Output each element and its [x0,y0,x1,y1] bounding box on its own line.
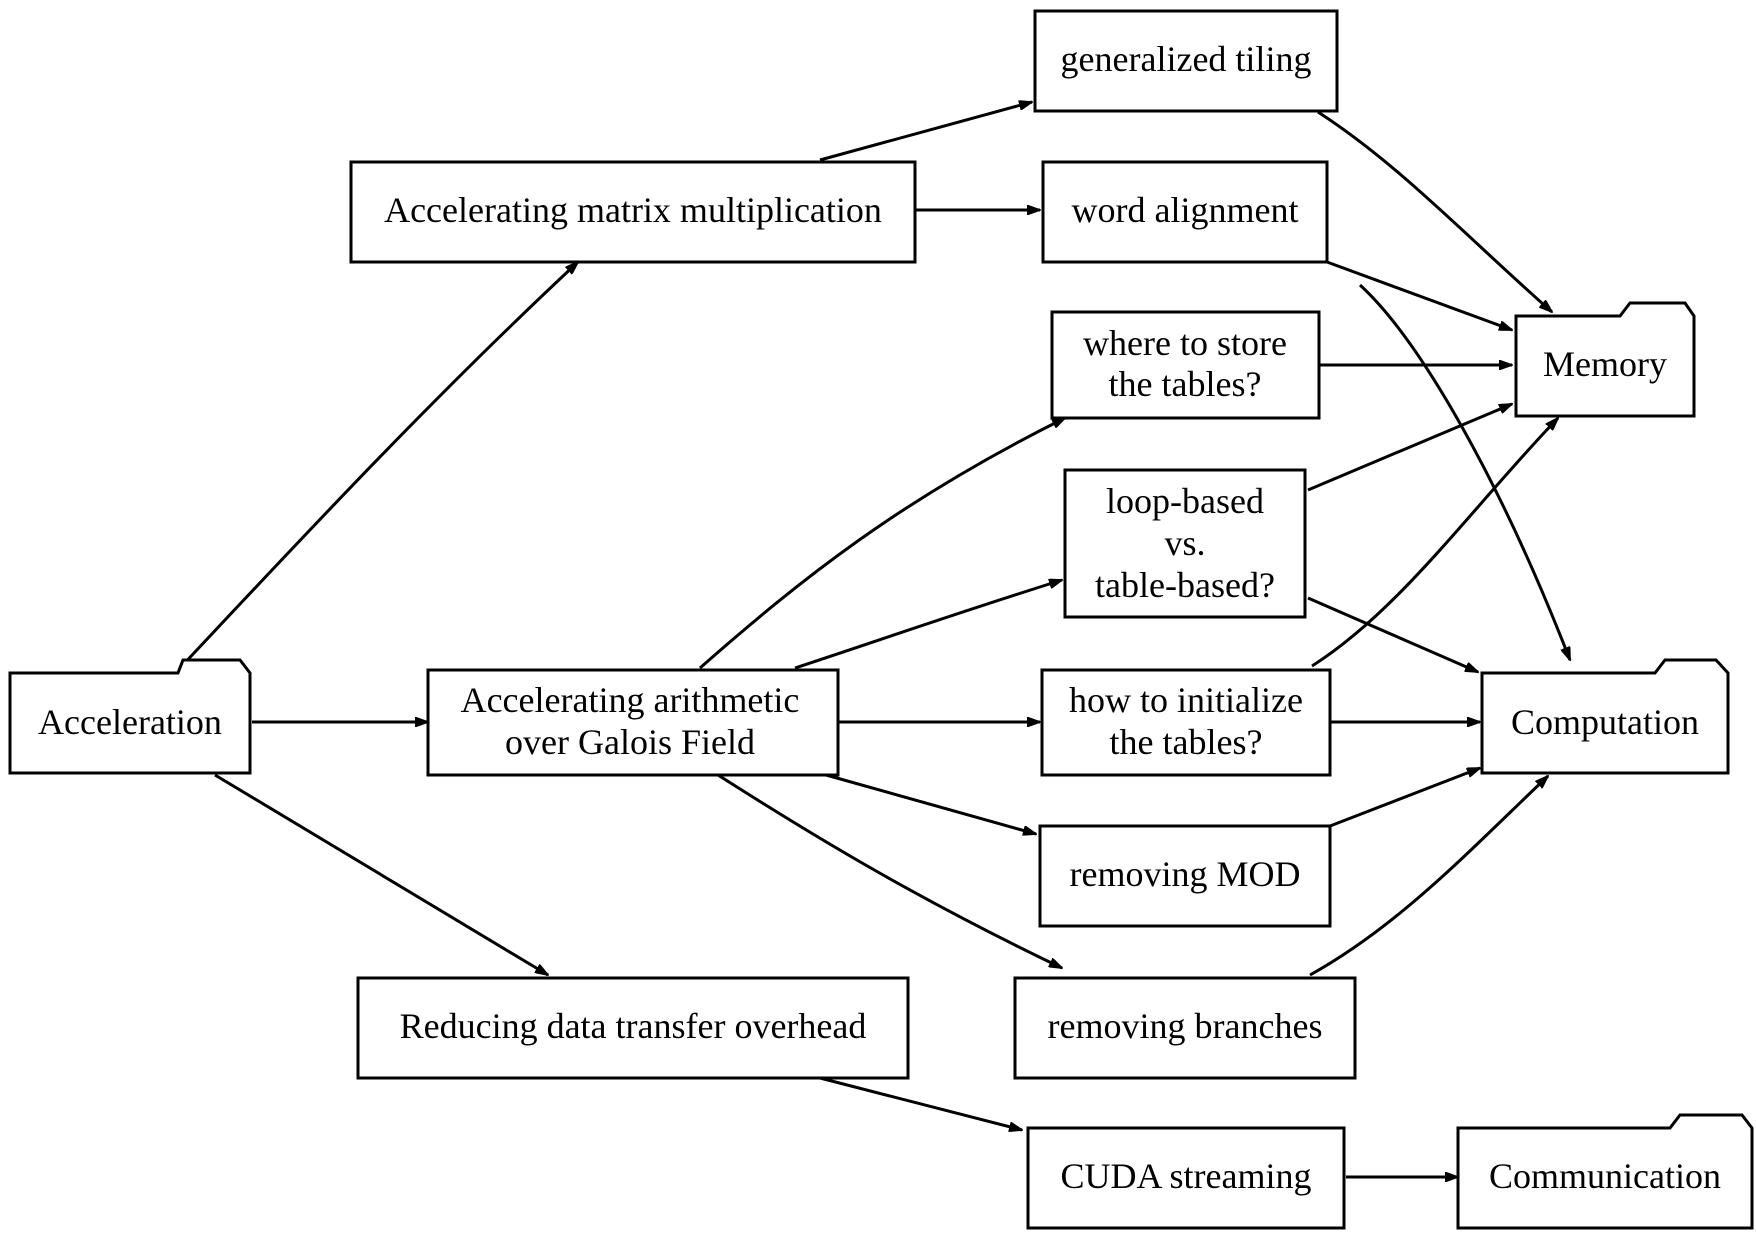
node-word-alignment[interactable]: word alignment [1041,160,1329,264]
node-branches-label: removing branches [1048,1006,1323,1046]
node-init-label-line-2: the tables? [1110,722,1263,762]
node-store-label-line-1: where to store [1083,323,1287,363]
node-data-transfer[interactable]: Reducing data transfer overhead [356,976,910,1080]
node-removing-mod[interactable]: removing MOD [1038,824,1332,928]
node-acceleration[interactable]: Acceleration [8,658,252,775]
node-memory-label: Memory [1543,344,1667,384]
node-computation-label: Computation [1511,702,1699,742]
node-cuda-label: CUDA streaming [1061,1156,1312,1196]
edge-tiling-memory [1317,110,1552,312]
node-matrix-label: Accelerating matrix multiplication [384,190,882,230]
edge-galois-loop [794,578,1062,670]
node-transfer-label: Reducing data transfer overhead [400,1006,867,1046]
edge-mod-computation [1329,766,1480,828]
node-cuda-streaming[interactable]: CUDA streaming [1026,1126,1346,1230]
node-init-label-line-1: how to initialize [1069,680,1303,720]
node-loop-label-line-3: table-based? [1095,565,1275,605]
node-loop-label-line-1: loop-based [1106,481,1264,521]
node-tiling-label: generalized tiling [1061,39,1312,79]
edges [178,102,1572,1177]
node-generalized-tiling[interactable]: generalized tiling [1033,9,1339,113]
edge-acceleration-transfer [214,773,548,977]
edge-word-memory [1326,260,1512,332]
node-galois-label-line-1: Accelerating arithmetic [461,680,800,720]
edge-transfer-cuda [819,1076,1022,1130]
node-memory[interactable]: Memory [1514,301,1696,418]
node-where-to-store[interactable]: where to store the tables? [1050,310,1321,420]
node-loop-vs-table[interactable]: loop-based vs. table-based? [1063,468,1307,619]
edge-branches-computation [1309,776,1548,977]
node-removing-branches[interactable]: removing branches [1013,976,1357,1080]
node-communication-label: Communication [1489,1156,1721,1196]
node-how-to-initialize[interactable]: how to initialize the tables? [1040,668,1332,777]
edge-galois-mod [825,773,1036,834]
node-computation[interactable]: Computation [1480,658,1730,775]
edge-loop-computation [1307,596,1478,674]
edge-loop-memory [1307,402,1512,492]
edge-matrix-tiling [819,102,1032,162]
edge-galois-store [699,416,1065,670]
node-loop-label-line-2: vs. [1164,523,1205,563]
edge-init-memory [1311,418,1558,668]
node-acceleration-label: Acceleration [38,702,222,742]
node-galois-label-line-2: over Galois Field [505,722,755,762]
edge-galois-branches [717,773,1062,970]
node-word-label: word alignment [1072,190,1299,230]
edge-acceleration-matrix [178,262,578,670]
node-communication[interactable]: Communication [1456,1113,1754,1230]
node-mod-label: removing MOD [1070,854,1301,894]
node-galois-arithmetic[interactable]: Accelerating arithmetic over Galois Fiel… [426,668,840,777]
node-store-label-line-2: the tables? [1109,364,1262,404]
node-matrix-multiplication[interactable]: Accelerating matrix multiplication [349,160,917,264]
